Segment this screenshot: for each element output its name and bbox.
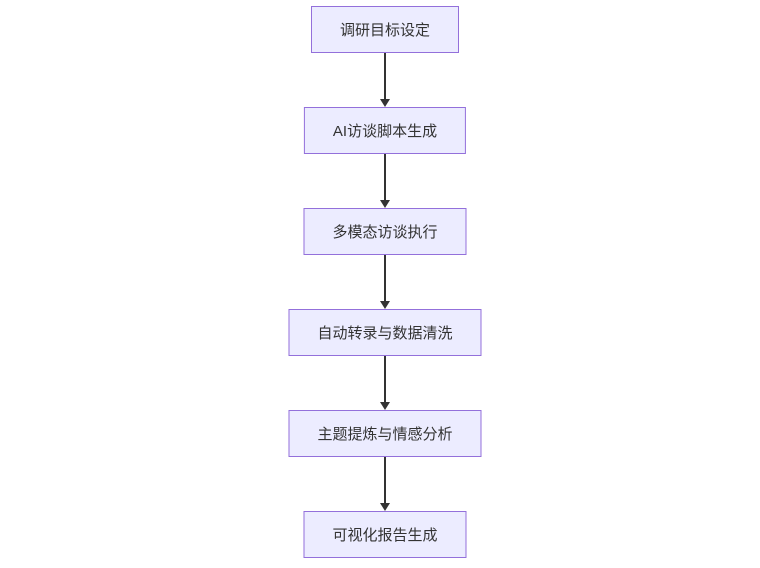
arrow-line: [384, 255, 386, 301]
arrow-line: [384, 53, 386, 99]
arrowhead-down-icon: [380, 99, 390, 107]
flow-node-label: 多模态访谈执行: [332, 224, 438, 241]
arrow-line: [384, 457, 386, 503]
flow-node-label: 自动转录与数据清洗: [317, 325, 453, 342]
flow-node-label: 调研目标设定: [339, 22, 431, 39]
flow-arrow: [380, 154, 390, 208]
arrow-line: [384, 356, 386, 402]
flow-node-label: 主题提炼与情感分析: [317, 426, 453, 443]
flow-node-label: AI访谈脚本生成: [332, 123, 438, 140]
flow-arrow: [380, 53, 390, 107]
arrow-line: [384, 154, 386, 200]
flow-node-theme-sentiment: 主题提炼与情感分析: [288, 410, 482, 457]
flow-arrow: [380, 457, 390, 511]
flow-node-report-generation: 可视化报告生成: [303, 511, 467, 558]
flow-node-ai-script: AI访谈脚本生成: [303, 107, 467, 154]
arrowhead-down-icon: [380, 503, 390, 511]
flow-node-label: 可视化报告生成: [332, 527, 438, 544]
arrowhead-down-icon: [380, 200, 390, 208]
flow-node-research-goal: 调研目标设定: [310, 6, 460, 53]
arrowhead-down-icon: [380, 301, 390, 309]
flow-node-transcription-cleaning: 自动转录与数据清洗: [288, 309, 482, 356]
flow-arrow: [380, 255, 390, 309]
flow-node-multimodal-interview: 多模态访谈执行: [303, 208, 467, 255]
arrowhead-down-icon: [380, 402, 390, 410]
flow-arrow: [380, 356, 390, 410]
